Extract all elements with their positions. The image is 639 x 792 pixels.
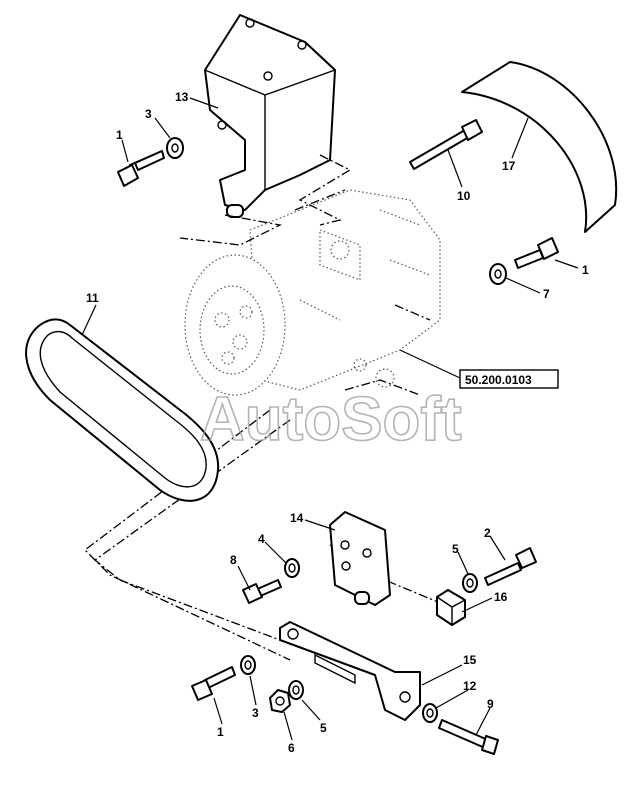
callout-5-bottom: 5 [320,721,327,735]
callout-3-bottom: 3 [252,706,259,720]
ac-compressor [184,189,441,396]
callout-15: 15 [463,653,477,667]
washer-7 [489,263,507,285]
bolt-10 [409,119,483,170]
bolt-1-bottom [191,666,236,701]
block-16 [436,589,466,626]
mounting-bracket-13 [204,14,336,218]
lower-bracket-15 [279,621,421,721]
callout-3-top: 3 [145,107,152,121]
callout-9: 9 [487,697,494,711]
bolt-1-top [117,150,165,187]
leader-lines [81,97,579,741]
callout-1-bottom: 1 [217,725,224,739]
callout-8: 8 [230,553,237,567]
nut-6 [269,689,291,713]
washer-4 [284,558,300,578]
reference-box: 50.200.0103 [459,369,559,389]
drive-belt-11 [25,318,220,502]
callout-7: 7 [543,287,550,301]
bolt-8 [242,579,282,604]
spacer-plate-14 [329,511,391,606]
callout-labels: 13 3 1 10 17 1 7 11 14 4 8 5 2 16 15 12 … [86,90,589,755]
callout-5-mid: 5 [452,542,459,556]
bolt-1-right [514,237,559,269]
callout-16: 16 [494,590,508,604]
callout-17: 17 [502,159,516,173]
callout-11: 11 [86,291,99,305]
watermark-text: AutoSoft [200,385,462,454]
callout-13: 13 [175,90,189,104]
bolt-9 [438,719,499,755]
callout-10: 10 [457,189,471,203]
washer-5-mid [462,573,478,593]
callout-2: 2 [484,526,491,540]
callout-14: 14 [290,511,304,525]
reference-label: 50.200.0103 [465,373,532,387]
callout-1-right: 1 [582,263,589,277]
washer-3-bottom [240,655,256,675]
callout-1-top: 1 [116,128,123,142]
washer-3-top [166,137,184,159]
washer-12 [422,703,438,723]
callout-4: 4 [258,532,265,546]
washer-5-bottom [288,680,304,700]
callout-6: 6 [288,741,295,755]
belt-guard-17 [461,61,618,233]
callout-12: 12 [463,679,477,693]
bolt-2 [484,547,537,586]
